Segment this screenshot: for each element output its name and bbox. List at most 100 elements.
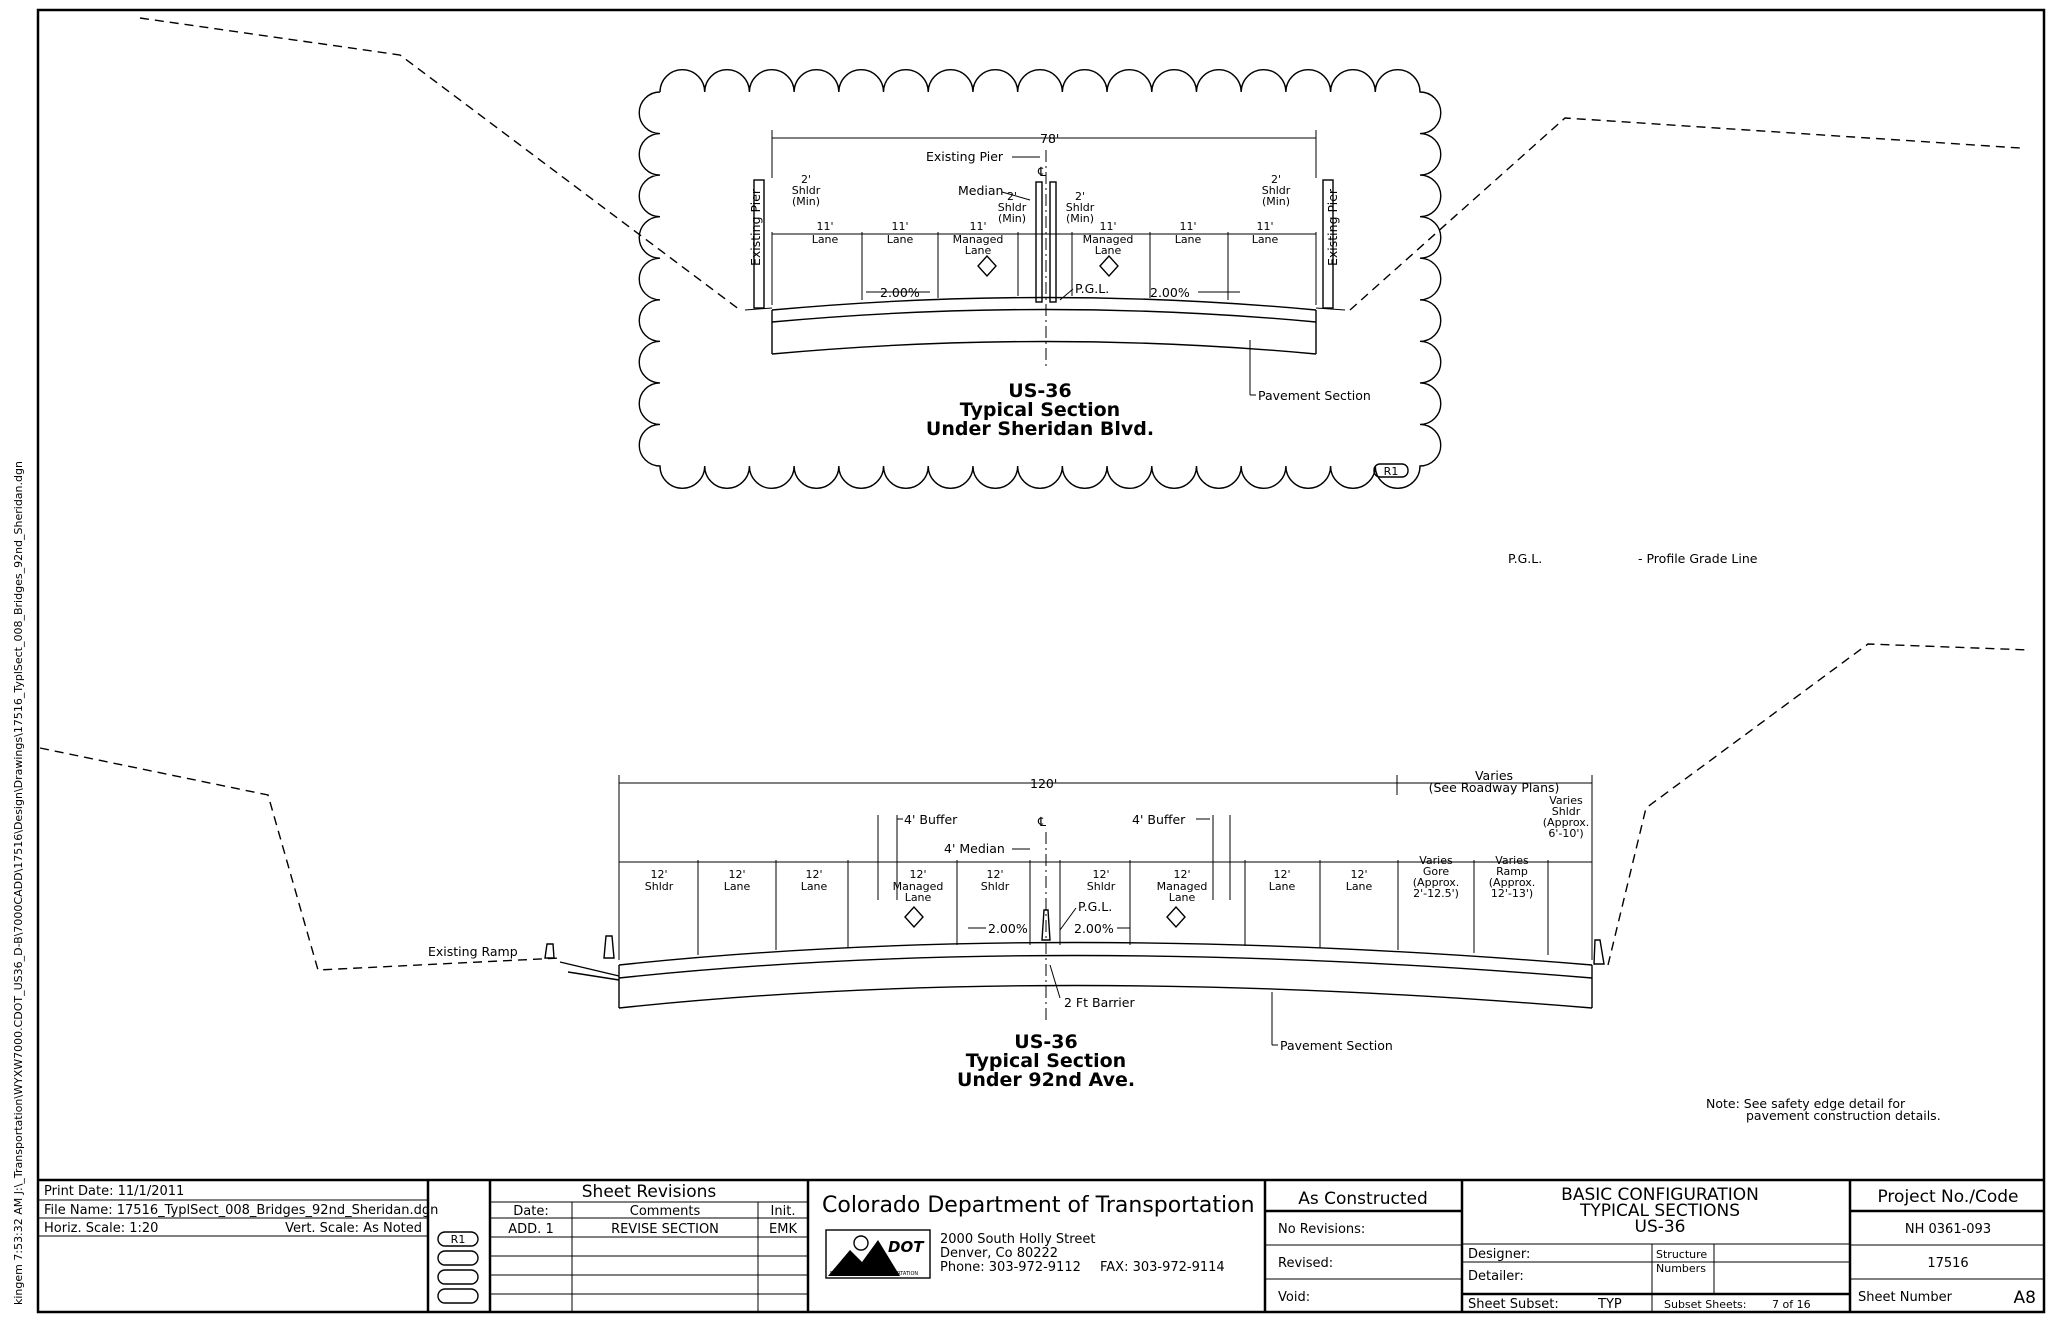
sheridan-lane-width: 11' [816,220,833,233]
sheridan-shoulder-label: (Min) [792,195,820,208]
rev-header-init: Init. [771,1204,796,1219]
ave92-lane-width: 12' [1350,868,1367,881]
ave92-varies-shldr-line: Shldr [1552,805,1581,818]
legend-abbr: P.G.L. [1508,551,1542,566]
revision-marker-oval [437,1250,479,1266]
sheet-title-2: TYPICAL SECTIONS [1579,1201,1740,1221]
sheridan-title-1: US-36 [1008,380,1071,402]
sheridan-lane-name: Lane [1252,233,1279,246]
rev-row-comment: REVISE SECTION [611,1222,719,1237]
managed-lane-diamond-icon [1166,905,1186,929]
subset-sheets: 7 of 16 [1772,1298,1811,1311]
legend-meaning: - Profile Grade Line [1638,551,1758,566]
ave92-ground-left [39,747,561,971]
sheridan-slope-left: 2.00% [880,285,920,300]
ave92-median-label: 4' Median [944,841,1005,856]
vert-scale: Vert. Scale: As Noted [285,1221,422,1236]
structure-numbers-1: Structure [1656,1248,1707,1261]
sheridan-ground-right [1349,117,2021,311]
logo-text: DOT [888,1238,925,1256]
sheridan-shoulder-label: Shldr [1262,184,1291,197]
sheridan-shoulder-label: 2' [801,173,811,186]
sheridan-lane-name: Managed [953,233,1004,246]
rev-row-init: EMK [769,1222,797,1237]
sheridan-shoulder-label: 2' [1075,190,1085,203]
sheet-number: A8 [2014,1288,2036,1308]
sheridan-right-pier [1322,179,1334,309]
sheet-title-1: BASIC CONFIGURATION [1561,1185,1759,1205]
sheridan-shoulder-label: (Min) [1066,212,1094,225]
ave92-varies-top-2: (See Roadway Plans) [1429,780,1560,795]
sheridan-lane-name: Lane [965,244,992,257]
agency-name: Colorado Department of Transportation [822,1193,1255,1218]
ave92-lane-width: 12' [650,868,667,881]
sheet-border [36,8,2046,1314]
ave92-typical-section: 120' Varies (See Roadway Plans) VariesSh… [39,643,2031,1091]
rev-header-comments: Comments [630,1204,701,1219]
sheridan-shoulder-label: 2' [1007,190,1017,203]
void: Void: [1278,1290,1310,1305]
sheridan-shoulder-label: (Min) [998,212,1026,225]
ave92-gore-line: Gore [1423,865,1450,878]
ave92-lane-name: Lane [1269,880,1296,893]
sheridan-right-pier-label: Existing Pier [1325,188,1340,266]
ave92-pgl-label: P.G.L. [1078,899,1112,914]
ave92-gore-line: Varies [1419,854,1453,867]
sheridan-title-2: Typical Section [960,399,1120,421]
revision-marker-oval [437,1231,479,1247]
ave92-pavement-top [618,941,1593,966]
sheridan-title-3: Under Sheridan Blvd. [926,418,1154,440]
revision-tag-label: R1 [1384,465,1399,478]
ave92-gore-line: 2'-12.5') [1413,887,1459,900]
ave92-ramp-line: (Approx. [1489,876,1535,889]
address-line-2: Denver, Co 80222 [940,1246,1058,1261]
sheridan-overall-width: 78' [1040,131,1059,146]
ave92-lane-name: Shldr [645,880,674,893]
ave92-varies-shldr-line: 6'-10') [1548,827,1583,840]
ave92-lane-name: Managed [893,880,944,893]
sheridan-shoulder-label: Shldr [1066,201,1095,214]
revised: Revised: [1278,1256,1333,1271]
sheridan-lane-name: Managed [1083,233,1134,246]
ave92-lane-width: 12' [805,868,822,881]
ave92-buffer-left: 4' Buffer [904,812,958,827]
ave92-pavement-label: Pavement Section [1280,1038,1393,1053]
ave92-lane-name: Shldr [981,880,1010,893]
sheridan-typical-section: 78' Existing Pier ℄ Median Existing Pier… [139,17,2021,490]
ave92-centerline: ℄ [1037,814,1046,829]
ave92-median-barrier [1041,909,1051,941]
ave92-lane-width: 12' [986,868,1003,881]
sheridan-lane-width: 11' [891,220,908,233]
ave92-lane-name: Managed [1157,880,1208,893]
sheet-subset: TYP [1597,1297,1622,1312]
note-line-1: Note: See safety edge detail for [1706,1096,1906,1111]
sheet-subset-label: Sheet Subset: [1468,1297,1559,1312]
ave92-barrier-label: 2 Ft Barrier [1064,995,1135,1010]
note-line-2: pavement construction details. [1746,1108,1941,1123]
managed-lane-diamond-icon [977,254,997,278]
sheridan-slope-right: 2.00% [1150,285,1190,300]
ave92-lane-width: 12' [1092,868,1109,881]
ave92-title-3: Under 92nd Ave. [957,1069,1135,1091]
sheridan-shoulder-label: (Min) [1262,195,1290,208]
sheridan-shoulder-labels: 2'Shldr(Min)2'Shldr(Min)2'Shldr(Min)2'Sh… [792,173,1291,225]
structure-numbers-2: Numbers [1656,1262,1706,1275]
sheridan-left-pier [753,179,765,309]
sheridan-lane-name: Lane [1175,233,1202,246]
sheridan-lane-name: Lane [887,233,914,246]
ave92-ground-right [1607,643,2031,966]
ave92-gore-line: (Approx. [1413,876,1459,889]
sheet-number-label: Sheet Number [1858,1290,1953,1305]
sheridan-pavement-label: Pavement Section [1258,388,1371,403]
sheridan-median-barrier [1035,181,1043,303]
ave92-lane-name: Lane [905,891,932,904]
existing-ramp-barrier [544,943,555,959]
ave92-ramp-line: Ramp [1496,865,1528,878]
ave92-lane-width: 12' [728,868,745,881]
ave92-lane-width: 12' [1273,868,1290,881]
ave92-ramp-line: Varies [1495,854,1529,867]
ave92-lane-name: Lane [724,880,751,893]
no-revisions: No Revisions: [1278,1222,1365,1237]
